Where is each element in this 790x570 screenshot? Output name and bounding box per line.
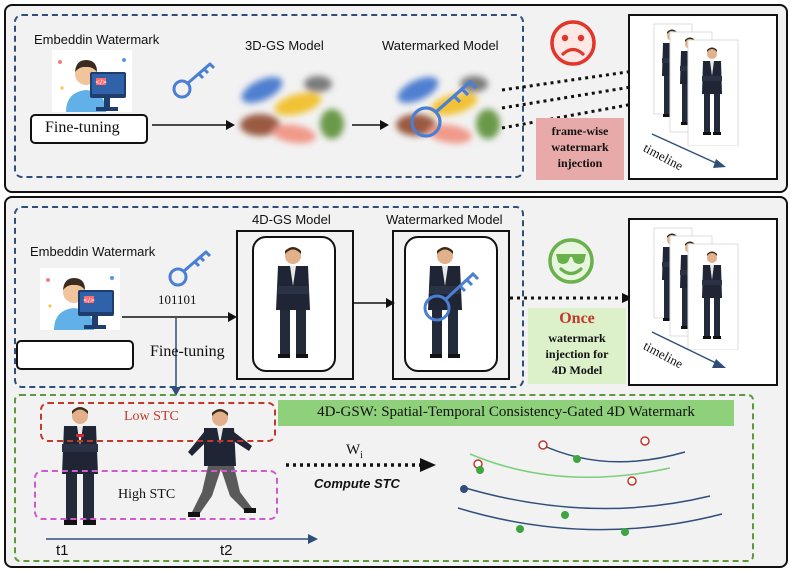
w-symbol: W [346, 442, 361, 458]
bottom-timeline-arrow [651, 331, 726, 368]
compute-stc-arrow [286, 458, 436, 472]
top-frame-stack [653, 23, 739, 146]
3dgs-blob-cloud [240, 76, 344, 144]
stc-title: 4D-GSW: Spatial-Temporal Consistency-Gat… [317, 404, 695, 420]
frame-wise-injection-label: frame-wise watermark injection [551, 124, 609, 170]
top-arrow-2 [352, 120, 389, 130]
bottom-wm-model-label: Watermarked Model [386, 212, 503, 227]
curve-node [573, 455, 581, 463]
curve-node [476, 466, 484, 474]
stc-curves [457, 436, 723, 536]
4dgs-person [276, 247, 310, 358]
watermarked-blob-cloud [396, 76, 500, 144]
top-timeline-arrow [651, 133, 726, 168]
time-axis-arrow [46, 534, 318, 544]
low-stc-label: Low STC [124, 409, 179, 424]
watermarked-person [423, 247, 480, 358]
once-label: Once [559, 310, 595, 327]
top-arrow-1 [152, 120, 235, 130]
person-t2 [188, 409, 256, 517]
svg-text:</>: </> [95, 79, 107, 86]
stc-title-bar [278, 400, 734, 426]
bottom-empty-box [16, 340, 134, 370]
frame-wise-injection-box [536, 118, 624, 180]
top-model-label: 3D-GS Model [245, 38, 324, 53]
bottom-arrow-mid [352, 298, 395, 308]
top-embed-label: Embeddin Watermark [34, 32, 160, 47]
w-label: Wi [346, 442, 363, 461]
curve-node [627, 476, 637, 486]
sad-face-icon [550, 20, 596, 66]
developer-icon: </> [40, 268, 120, 330]
bottom-embed-label: Embeddin Watermark [30, 244, 156, 259]
curve-node [460, 485, 468, 493]
top-finetune-box [30, 114, 148, 144]
curve-node [561, 511, 569, 519]
bottom-model-label: 4D-GS Model [252, 212, 331, 227]
svg-text:</>: </> [83, 297, 95, 304]
curve-node [516, 525, 524, 533]
top-wm-model-label: Watermarked Model [382, 38, 499, 53]
finetune-connector [122, 312, 237, 396]
top-pipeline-box [14, 14, 524, 178]
bottom-finetune-label: Fine-tuning [150, 343, 225, 360]
low-stc-box [40, 402, 276, 442]
bottom-pipeline-box [14, 206, 524, 388]
t1-label: t1 [56, 542, 69, 559]
once-box [528, 308, 626, 384]
curve-node [621, 528, 629, 536]
watermarked-4d-frame [392, 230, 510, 380]
w-subscript: i [360, 450, 363, 461]
4dgs-model-frame [236, 230, 354, 380]
bottom-dotted-arrow [510, 293, 633, 303]
cool-face-icon [548, 238, 594, 284]
person-t1 [62, 407, 98, 525]
high-stc-box [34, 470, 278, 520]
compute-stc-label: Compute STC [314, 476, 400, 491]
t2-label: t2 [220, 542, 233, 559]
curve-node [538, 440, 548, 450]
stc-panel [14, 394, 754, 562]
top-finetune-label: Fine-tuning [45, 119, 120, 136]
bottom-frame-stack [653, 227, 739, 350]
high-stc-label: High STC [118, 487, 176, 502]
watermark-bits: 101101 [158, 292, 197, 307]
once-desc: watermark injection for 4D Model [545, 331, 609, 377]
developer-icon: </> [52, 50, 132, 112]
curve-node [640, 436, 650, 446]
key-icon [172, 62, 216, 99]
key-icon [168, 250, 212, 287]
